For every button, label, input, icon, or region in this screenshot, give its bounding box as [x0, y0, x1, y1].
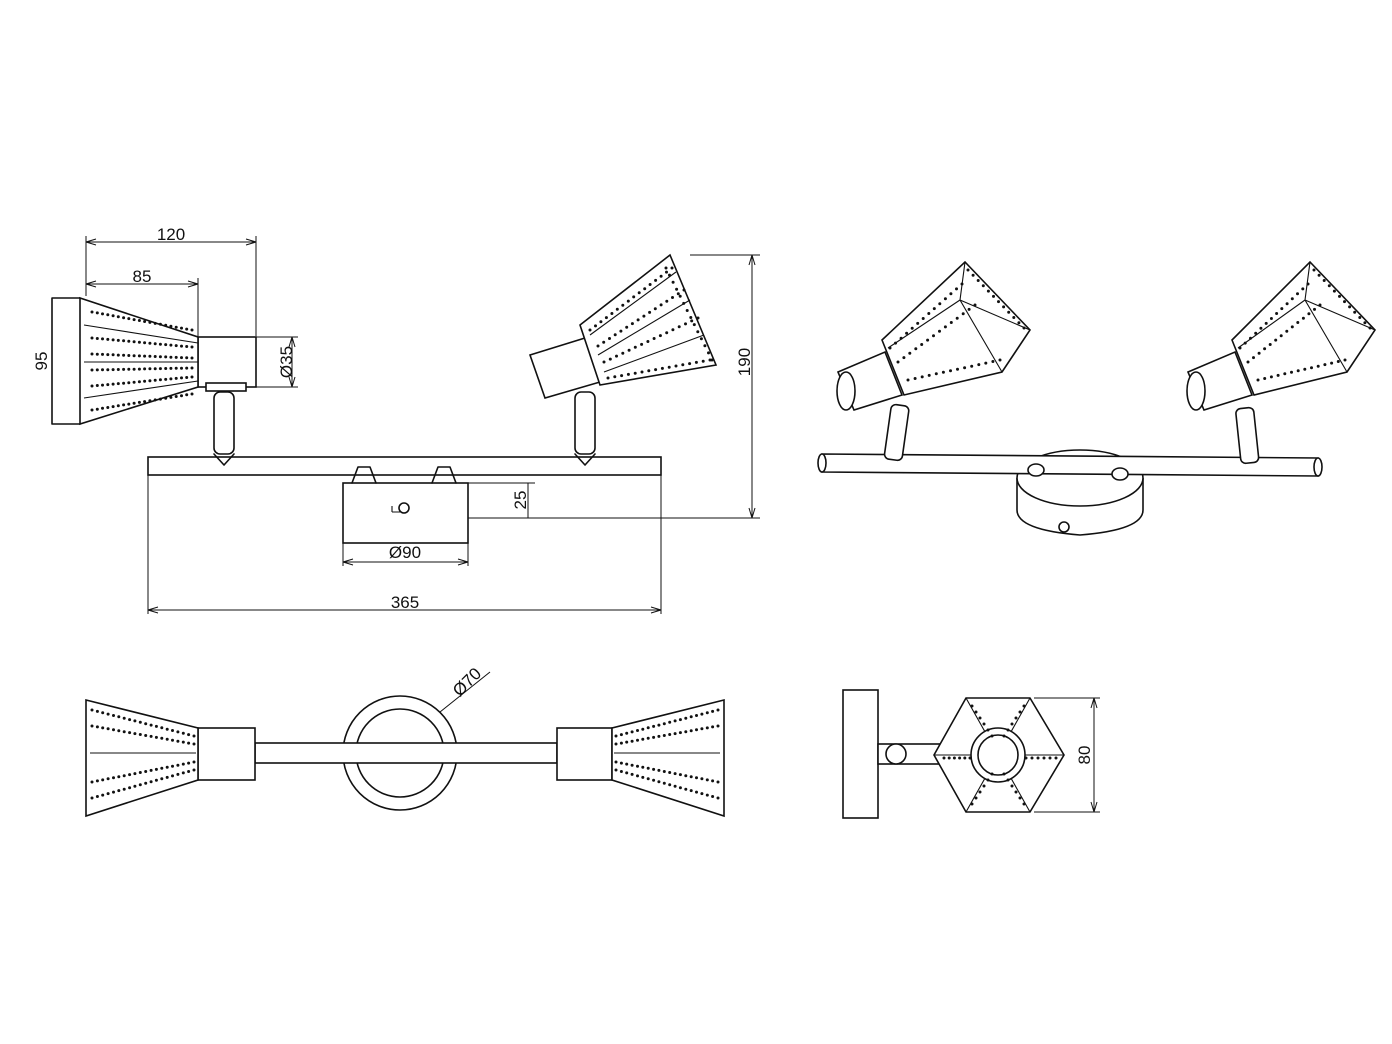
front-bar [147, 456, 662, 476]
side-wall-plate [842, 689, 879, 819]
front-base-screw [398, 502, 410, 514]
dim-85: 85 [133, 267, 152, 286]
front-right-arm [574, 391, 596, 455]
front-left-arm [213, 391, 235, 455]
front-base-clips [351, 466, 457, 484]
top-left-shade [85, 698, 199, 818]
side-view [842, 689, 1065, 819]
top-right-shade [611, 698, 725, 818]
front-right-shade [579, 253, 718, 386]
front-view [51, 253, 718, 544]
front-left-shade [79, 296, 199, 426]
top-view [85, 695, 725, 818]
dim-80: 80 [1075, 746, 1094, 765]
perspective-view [817, 260, 1377, 536]
perforation-dots [90, 266, 1372, 806]
dim-diameter-35: Ø35 [277, 346, 296, 378]
dim-diameter-70: Ø70 [449, 664, 485, 700]
dim-120: 120 [157, 225, 185, 244]
dim-365: 365 [391, 593, 419, 612]
dimension-lines [51, 236, 1100, 813]
dim-diameter-90: Ø90 [389, 543, 421, 562]
dim-190: 190 [735, 348, 754, 376]
persp-right-shade [1231, 260, 1377, 396]
top-bar [254, 742, 558, 764]
persp-left-shade [881, 260, 1032, 396]
dim-95: 95 [32, 352, 51, 371]
dim-25: 25 [511, 491, 530, 510]
